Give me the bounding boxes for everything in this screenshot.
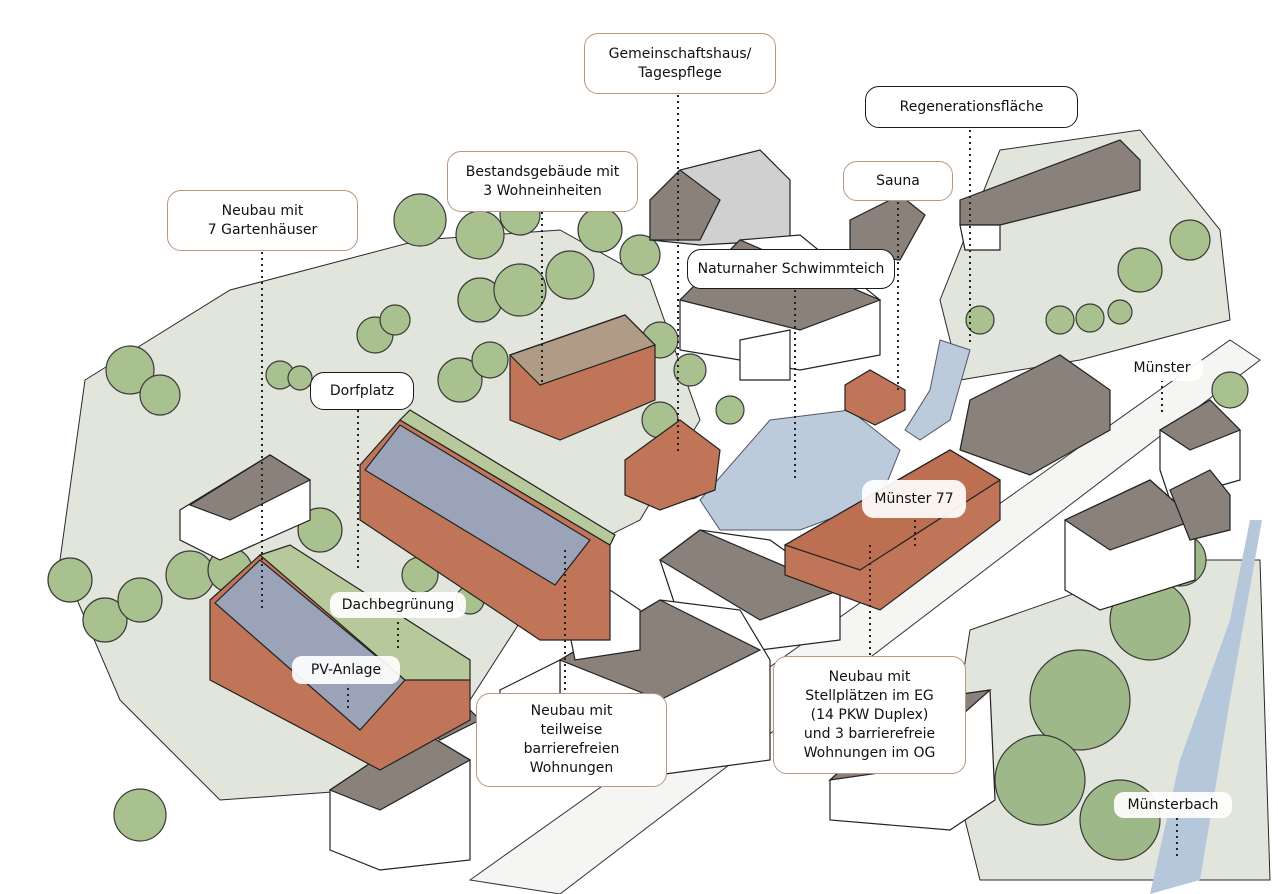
label-bestandsgebaeude: Bestandsgebäude mit 3 Wohneinheiten bbox=[447, 151, 638, 212]
label-dorfplatz: Dorfplatz bbox=[310, 372, 414, 410]
swimming-pond bbox=[699, 409, 901, 531]
label-gemeinschaftshaus: Gemeinschaftshaus/ Tagespflege bbox=[584, 33, 776, 94]
community-house bbox=[624, 419, 721, 511]
sauna-building bbox=[844, 369, 906, 426]
label-muenster: Münster bbox=[1121, 355, 1203, 381]
label-regenerationsflaeche: Regenerationsfläche bbox=[865, 86, 1078, 128]
label-schwimmteich: Naturnaher Schwimmteich bbox=[687, 249, 895, 289]
label-sauna: Sauna bbox=[843, 161, 953, 201]
label-pv-anlage: PV-Anlage bbox=[292, 656, 400, 684]
label-stellplaetze: Neubau mit Stellplätzen im EG (14 PKW Du… bbox=[773, 656, 966, 774]
label-gartenhaeuser: Neubau mit 7 Gartenhäuser bbox=[167, 190, 358, 251]
label-dachbegruenung: Dachbegrünung bbox=[330, 592, 466, 618]
leader-lines bbox=[261, 95, 1178, 860]
label-barrierefreie-wohnungen: Neubau mit teilweise barrierefreien Wohn… bbox=[476, 693, 667, 787]
label-muenster-77: Münster 77 bbox=[862, 480, 966, 518]
label-muensterbach: Münsterbach bbox=[1114, 792, 1232, 818]
